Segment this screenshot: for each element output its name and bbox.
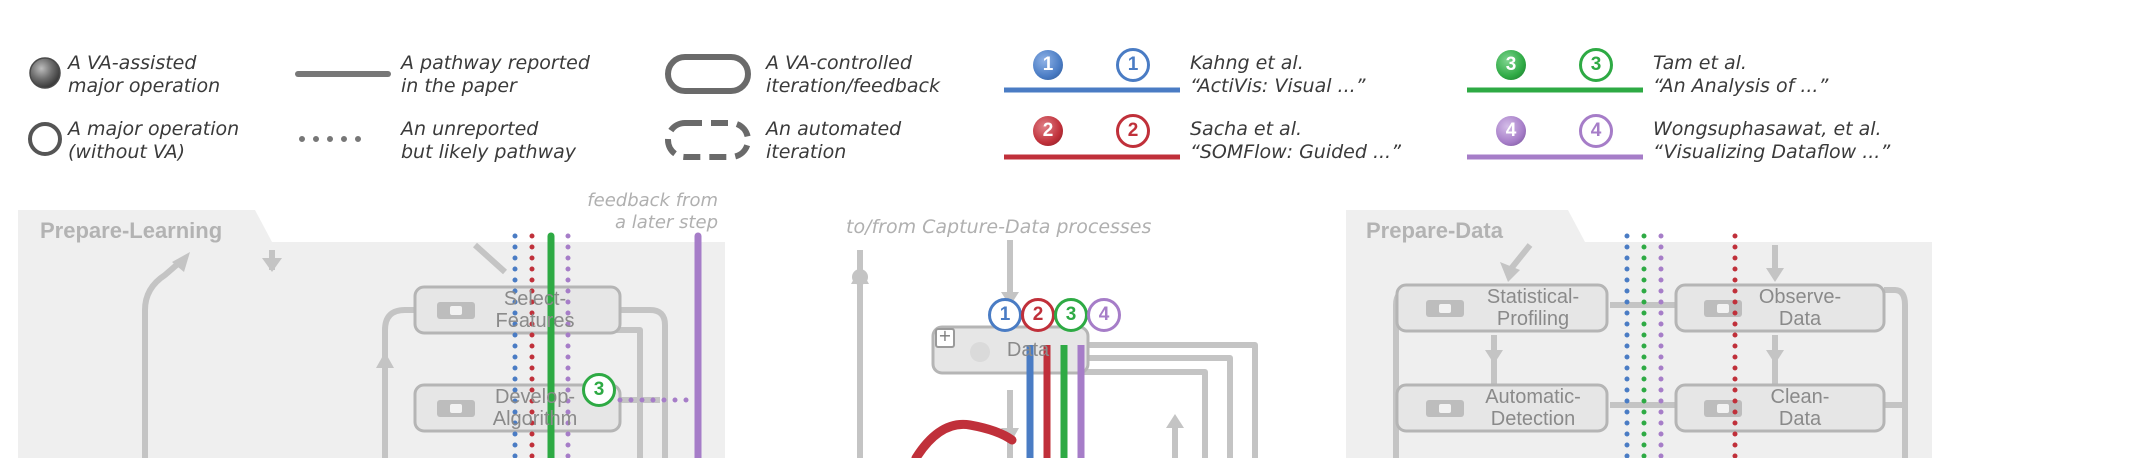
paper-4-solid-badge: 4 [1496,116,1526,146]
observe-data-node[interactable] [1674,283,1886,333]
paper-1-ring-badge: 1 [1116,48,1150,82]
automatic-detection-label: Automatic- Detection [1485,386,1581,430]
paper-4-ring-badge: 4 [1579,114,1613,148]
data-expand-icon[interactable]: + [938,326,952,345]
data-badge-1: 1 [988,298,1022,332]
legend-major-op-text: A major operation (without VA) [68,118,240,163]
paper-2-author: Sacha et al. [1190,118,1303,140]
clean-data-node[interactable] [1674,383,1886,433]
prepare-learning-title: Prepare-Learning [40,218,223,243]
paper-4-author: Wongsuphasawat, et al. [1653,118,1882,140]
statistical-profiling-label: Statistical- Profiling [1486,286,1580,330]
statistical-profiling-node[interactable] [1395,283,1609,333]
paper-2-ring-badge: 2 [1116,114,1150,148]
major-operation-icon [28,122,62,156]
paper-1-title: “ActiVis: Visual ...” [1190,75,1366,97]
paper-3-solid-badge: 3 [1496,50,1526,80]
legend-va-controlled-text: A VA-controlled iteration/feedback [766,52,940,97]
paper-3-author: Tam et al. [1653,52,1747,74]
paper-2-solid-badge: 2 [1033,116,1063,146]
develop-algorithm-node[interactable] [413,383,622,433]
develop-algorithm-label: Develop- Algorithm [492,386,578,430]
automated-iteration-icon [665,120,751,160]
legend-unreported-text: An unreported but likely pathway [401,118,577,163]
paper-4-title: “Visualizing Dataflow ...” [1653,141,1891,163]
legend-reported-text: A pathway reported in the paper [401,52,590,97]
paper-3-title: “An Analysis of ...” [1653,75,1829,97]
va-assisted-operation-icon [29,57,61,89]
paper-3-ring-badge: 3 [1579,48,1613,82]
va-controlled-iteration-icon [665,54,751,94]
automated-iteration-curve [911,419,1017,458]
data-label: Data [1006,339,1050,361]
feedback-note: feedback from a later step [587,190,718,233]
paper-2-title: “SOMFlow: Guided ...” [1190,141,1401,163]
legend-automated-text: An automated iteration [766,118,902,163]
legend-va-assisted-text: A VA-assisted major operation [68,52,221,97]
paper-1-solid-badge: 1 [1033,50,1063,80]
paper-1-author: Kahng et al. [1190,52,1304,74]
right-margin [1950,0,2141,458]
develop-algorithm-badge-3: 3 [582,373,616,407]
data-badge-2: 2 [1021,298,1055,332]
select-features-label: Select- Features [495,288,575,332]
clean-data-label: Clean- Data [1770,386,1830,430]
observe-data-label: Observe- Data [1758,286,1842,330]
data-badge-4: 4 [1087,298,1121,332]
data-badge-3: 3 [1054,298,1088,332]
capture-data-note: to/from Capture-Data processes [846,216,1152,238]
automatic-detection-node[interactable] [1395,383,1609,433]
select-features-node[interactable] [413,285,622,335]
prepare-data-title: Prepare-Data [1366,218,1503,243]
